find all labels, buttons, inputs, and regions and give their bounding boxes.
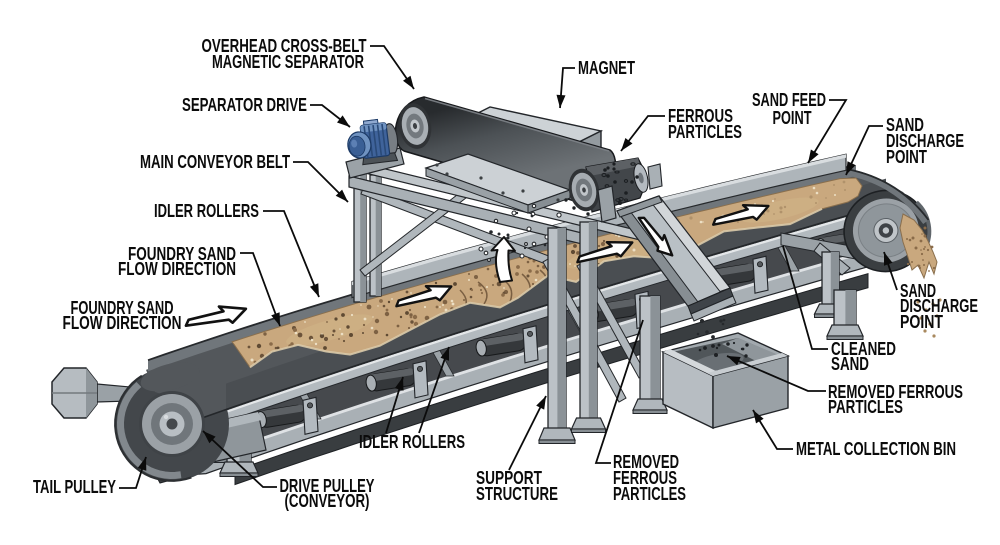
svg-text:FOUNDRY SAND: FOUNDRY SAND — [128, 244, 236, 264]
svg-text:OVERHEAD CROSS-BELT: OVERHEAD CROSS-BELT — [202, 36, 367, 56]
svg-text:FERROUS: FERROUS — [613, 468, 677, 488]
svg-text:FERROUS: FERROUS — [668, 106, 733, 126]
svg-text:REMOVED: REMOVED — [613, 452, 679, 472]
svg-text:FLOW DIRECTION: FLOW DIRECTION — [118, 259, 236, 279]
svg-text:DISCHARGE: DISCHARGE — [900, 296, 978, 316]
svg-text:IDLER ROLLERS: IDLER ROLLERS — [359, 432, 465, 452]
svg-text:DRIVE PULLEY: DRIVE PULLEY — [280, 476, 375, 496]
svg-text:MAGNETIC SEPARATOR: MAGNETIC SEPARATOR — [212, 52, 364, 72]
svg-text:CLEANED: CLEANED — [831, 339, 896, 359]
svg-text:METAL COLLECTION BIN: METAL COLLECTION BIN — [796, 439, 956, 459]
svg-text:SEPARATOR DRIVE: SEPARATOR DRIVE — [182, 95, 307, 115]
svg-text:MAGNET: MAGNET — [578, 58, 635, 78]
svg-text:SAND FEED: SAND FEED — [752, 90, 826, 110]
svg-text:REMOVED FERROUS: REMOVED FERROUS — [828, 382, 963, 402]
svg-text:STRUCTURE: STRUCTURE — [476, 484, 558, 504]
svg-text:SAND: SAND — [886, 115, 924, 135]
svg-text:PARTICLES: PARTICLES — [828, 397, 903, 417]
svg-text:(CONVEYOR): (CONVEYOR) — [285, 491, 370, 511]
svg-text:MAIN CONVEYOR BELT: MAIN CONVEYOR BELT — [140, 152, 290, 172]
svg-text:FOUNDRY SAND: FOUNDRY SAND — [71, 298, 174, 318]
svg-text:PARTICLES: PARTICLES — [668, 122, 742, 142]
svg-text:POINT: POINT — [900, 312, 943, 332]
svg-text:PARTICLES: PARTICLES — [613, 484, 686, 504]
svg-text:SAND: SAND — [831, 354, 869, 374]
svg-text:POINT: POINT — [886, 147, 927, 167]
svg-text:TAIL PULLEY: TAIL PULLEY — [33, 477, 116, 497]
svg-text:FLOW DIRECTION: FLOW DIRECTION — [63, 313, 182, 333]
svg-text:SAND: SAND — [900, 281, 936, 301]
svg-text:SUPPORT: SUPPORT — [476, 468, 542, 488]
svg-text:DISCHARGE: DISCHARGE — [886, 131, 964, 151]
svg-text:POINT: POINT — [773, 108, 812, 128]
svg-text:IDLER ROLLERS: IDLER ROLLERS — [154, 201, 259, 221]
